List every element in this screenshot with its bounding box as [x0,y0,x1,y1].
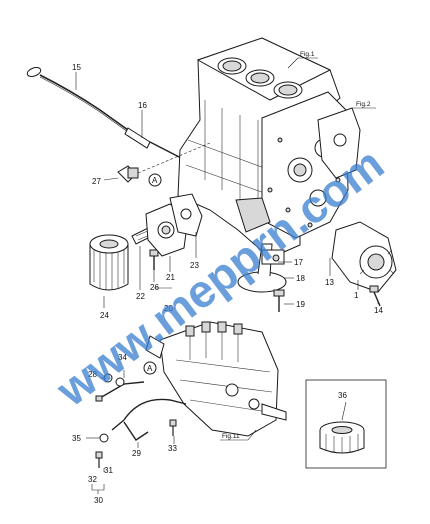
section-marker-a-lower: A [143,361,157,375]
callout-31: 31 [104,466,113,475]
fig-1-ref: Fig.1 [287,51,318,69]
callout-19: 19 [296,300,305,309]
cylinder-block [177,37,361,259]
bracket-gasket [169,193,203,237]
section-marker-a-upper-label: A [152,176,158,185]
callout-23: 23 [190,261,199,270]
callouts: 15 16 27 17 18 19 13 1 14 24 22 26 21 20… [72,63,383,505]
callout-29: 29 [132,449,141,458]
callout-32: 32 [88,475,97,484]
callout-36: 36 [338,391,347,400]
section-marker-a-lower-label: A [147,364,153,373]
callout-17: 17 [294,258,303,267]
callout-13: 13 [325,278,334,287]
callout-30: 30 [94,496,103,505]
fig-2-ref: Fig.2 [352,101,376,109]
callout-24: 24 [100,311,109,320]
oil-pump [331,221,397,293]
callout-18: 18 [296,274,305,283]
bolt-19 [273,289,285,312]
fig-1-label: Fig.1 [300,51,315,58]
callout-26: 26 [150,283,159,292]
leader-lines [75,72,379,494]
callout-22: 22 [136,292,145,301]
fuel-pipe-assembly [95,373,187,468]
fig-11-label: Fig.11 [222,433,240,440]
dipstick-guide [124,127,186,161]
callout-21: 21 [166,273,175,282]
bolt-26 [149,249,159,270]
callout-28: 28 [88,370,97,379]
callout-20: 20 [164,304,173,313]
callout-35: 35 [72,434,81,443]
section-marker-a-upper: A [148,173,162,187]
oil-filter [89,234,129,291]
callout-33: 33 [168,444,177,453]
callout-34: 34 [118,353,127,362]
callout-14: 14 [374,306,383,315]
callout-1: 1 [354,291,359,300]
fuel-injection-pump [145,321,287,437]
callout-15: 15 [72,63,81,72]
oil-strainer [237,243,287,293]
callout-27: 27 [92,177,101,186]
bolt-14 [369,285,381,307]
dipstick [26,67,129,133]
callout-16: 16 [138,101,147,110]
fig-11-ref: Fig.11 [220,429,257,441]
fuel-filter-inset [305,379,387,469]
oil-pressure-switch [117,142,211,183]
fig-2-label: Fig.2 [356,101,371,108]
